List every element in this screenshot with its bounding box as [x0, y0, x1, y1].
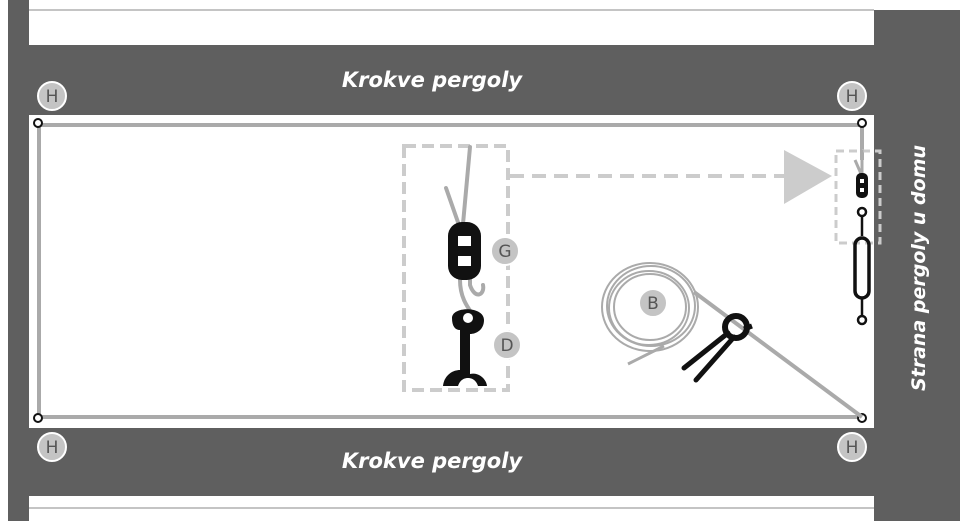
- wire-rope-clip-marker: G: [490, 236, 520, 266]
- top-rafter-beam: [29, 45, 874, 115]
- svg-text:H: H: [846, 438, 859, 458]
- svg-text:H: H: [46, 87, 59, 107]
- detail-callout-box: [402, 144, 510, 392]
- wire-rope-clip: [448, 222, 481, 280]
- turnbuckle-assembly: [853, 150, 871, 326]
- hook-marker-bottom-left: H: [37, 432, 67, 462]
- eye-bolt-top-right: [857, 118, 867, 128]
- hook-marker-bottom-right: H: [837, 432, 867, 462]
- eye-bolt-top-left: [33, 118, 43, 128]
- cable-coil: [601, 262, 864, 419]
- bottom-rafter-beam: [29, 428, 874, 496]
- detail-assembly: [443, 145, 487, 386]
- small-rope-clip: [856, 173, 868, 198]
- cable-frame: [37, 123, 864, 419]
- svg-text:H: H: [46, 438, 59, 458]
- eye-bolt-bottom-left: [33, 413, 43, 423]
- top-rafter-label: Krokve pergoly: [342, 68, 524, 92]
- left-post: [8, 0, 29, 521]
- callout-arrowhead: [784, 150, 832, 204]
- svg-text:G: G: [498, 242, 511, 262]
- cable-coil-marker: B: [638, 288, 668, 318]
- svg-text:B: B: [647, 294, 659, 314]
- bottom-rafter-label: Krokve pergoly: [342, 449, 524, 473]
- hook-marker-top-right: H: [837, 81, 867, 111]
- svg-text:D: D: [500, 336, 513, 356]
- house-side-label: Strana pergoly u domu: [908, 145, 930, 391]
- hook-marker-top-left: H: [37, 81, 67, 111]
- house-side-wall: [874, 10, 960, 521]
- snap-hook: [443, 309, 487, 386]
- right-callout-box: [834, 149, 882, 245]
- svg-text:H: H: [846, 87, 859, 107]
- snap-hook-marker: D: [492, 330, 522, 360]
- turnbuckle-body: [853, 236, 871, 300]
- cable-cutter-icon: [681, 313, 753, 383]
